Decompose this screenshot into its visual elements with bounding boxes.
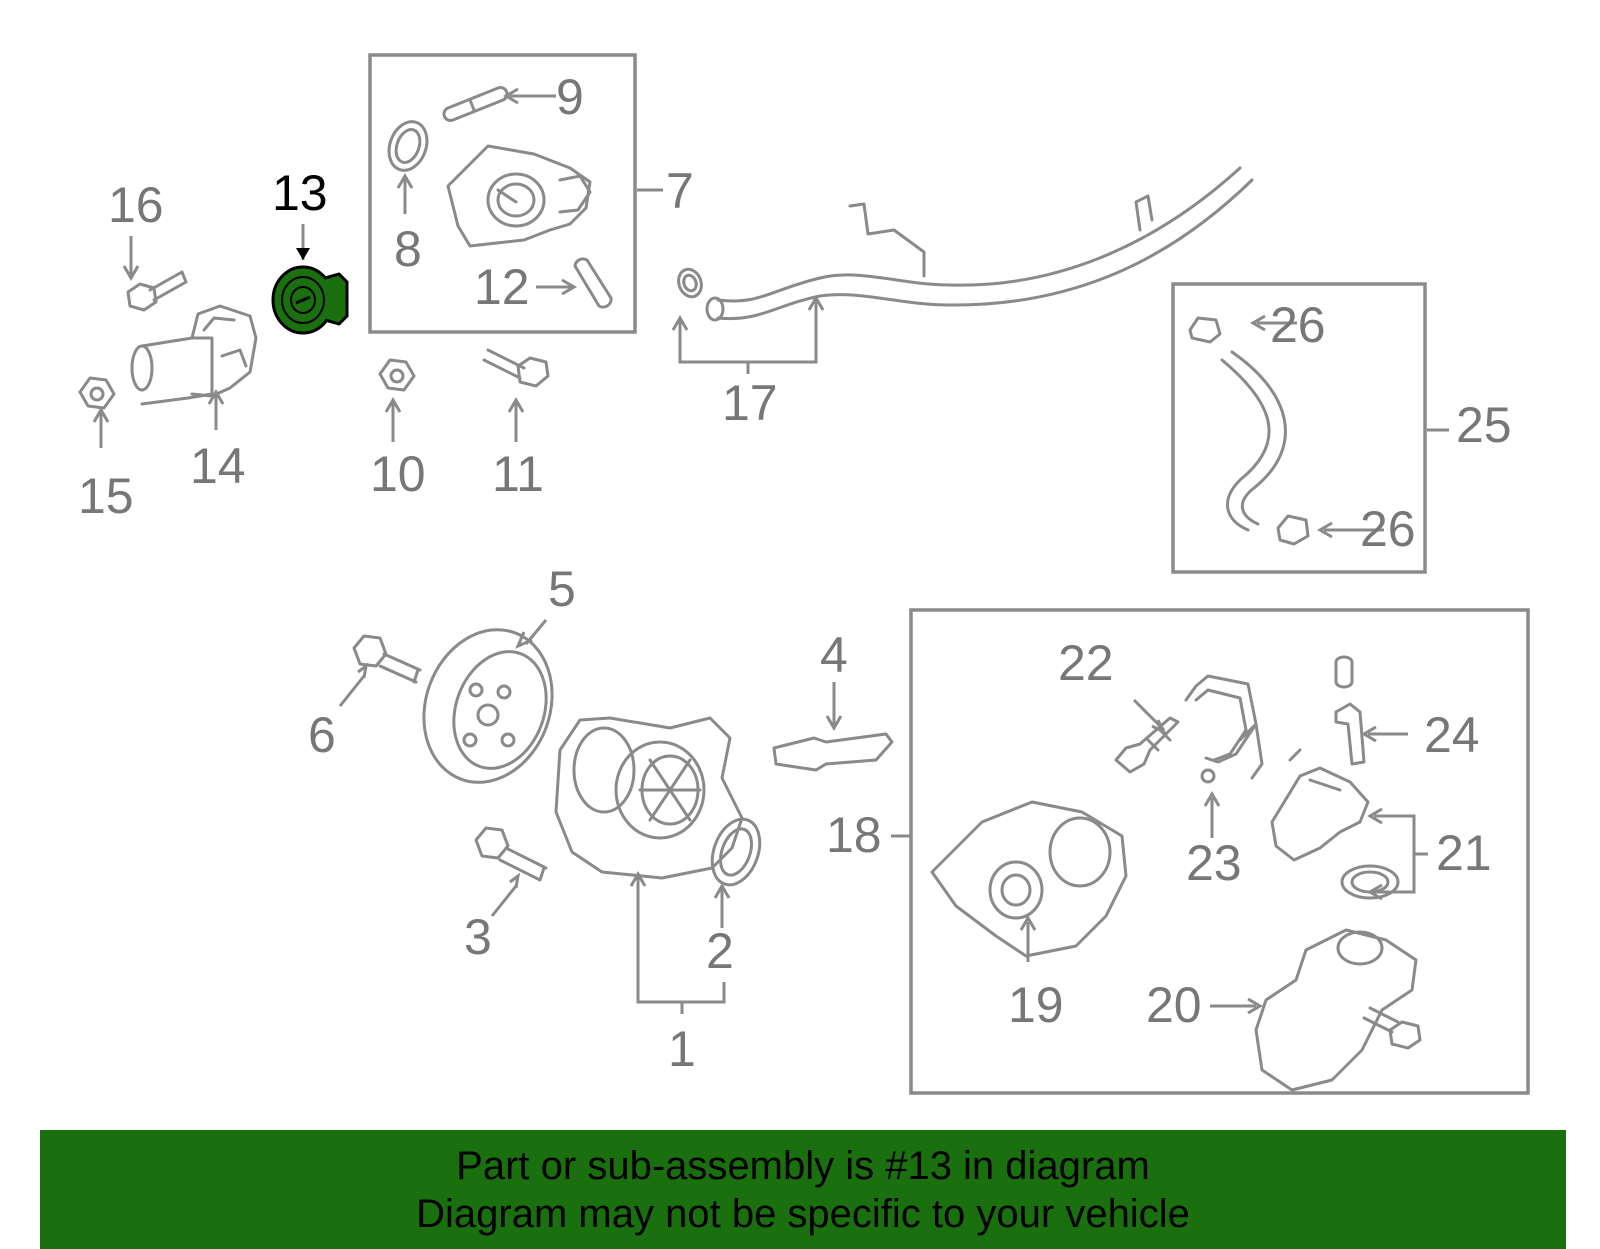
part-3-bolt[interactable] [474,826,548,882]
part-20-housing[interactable] [1254,928,1422,1092]
group-box-7 [368,53,637,334]
label-17: 17 [722,375,778,431]
part-22-sensor[interactable] [1114,716,1180,774]
label-11: 11 [492,446,544,502]
label-9: 9 [556,69,584,125]
label-25: 25 [1456,397,1512,453]
part-8-oring[interactable] [383,116,434,175]
part-13-highlighted[interactable] [271,265,349,335]
label-1: 1 [668,1021,696,1077]
part-5-pulley[interactable] [403,611,573,800]
label-7: 7 [666,163,694,219]
label-14: 14 [190,438,246,494]
label-18: 18 [826,807,882,863]
part-25-hose[interactable] [1220,350,1287,532]
part-7-housing[interactable] [446,144,592,248]
part-9-pin[interactable] [442,86,509,122]
label-26a: 26 [1270,297,1326,353]
part-14-housing[interactable] [130,304,258,406]
part-11-bolt[interactable] [482,348,550,388]
label-13: 13 [272,165,328,221]
group-box-25 [1171,282,1427,574]
label-8: 8 [394,221,422,277]
part-2-gasket[interactable] [704,813,769,892]
part-12-pin[interactable] [573,257,613,309]
part-19-housing[interactable] [930,800,1128,958]
part-23-pipe[interactable] [1184,674,1264,784]
part-16-bolt[interactable] [126,270,188,312]
label-20: 20 [1146,977,1202,1033]
part-17-pipe[interactable] [675,166,1254,322]
part-26-clip-bottom[interactable] [1276,514,1310,546]
label-3: 3 [464,909,492,965]
label-24: 24 [1424,707,1480,763]
label-16: 16 [108,177,164,233]
label-4: 4 [820,627,848,683]
leader-lines [92,87,1449,1015]
banner-line-1: Part or sub-assembly is #13 in diagram [456,1144,1150,1188]
label-26b: 26 [1360,501,1416,557]
part-26-clip-top[interactable] [1188,316,1222,344]
label-12: 12 [474,259,530,315]
part-10-nut[interactable] [378,358,416,392]
part-4-sensor[interactable] [772,732,894,772]
part-15-nut[interactable] [78,376,116,410]
group-box-18 [909,608,1530,1095]
part-6-bolt[interactable] [352,634,422,684]
label-5: 5 [548,561,576,617]
banner-line-2: Diagram may not be specific to your vehi… [416,1192,1190,1236]
label-10: 10 [370,446,426,502]
label-22: 22 [1058,635,1114,691]
label-19: 19 [1008,977,1064,1033]
label-15: 15 [78,468,134,524]
label-6: 6 [308,707,336,763]
label-2: 2 [706,923,734,979]
label-23: 23 [1186,835,1242,891]
part-24-bracket[interactable] [1334,655,1366,766]
part-21-housing[interactable] [1270,748,1400,900]
label-21: 21 [1436,825,1492,881]
info-banner: Part or sub-assembly is #13 in diagram D… [40,1130,1566,1249]
